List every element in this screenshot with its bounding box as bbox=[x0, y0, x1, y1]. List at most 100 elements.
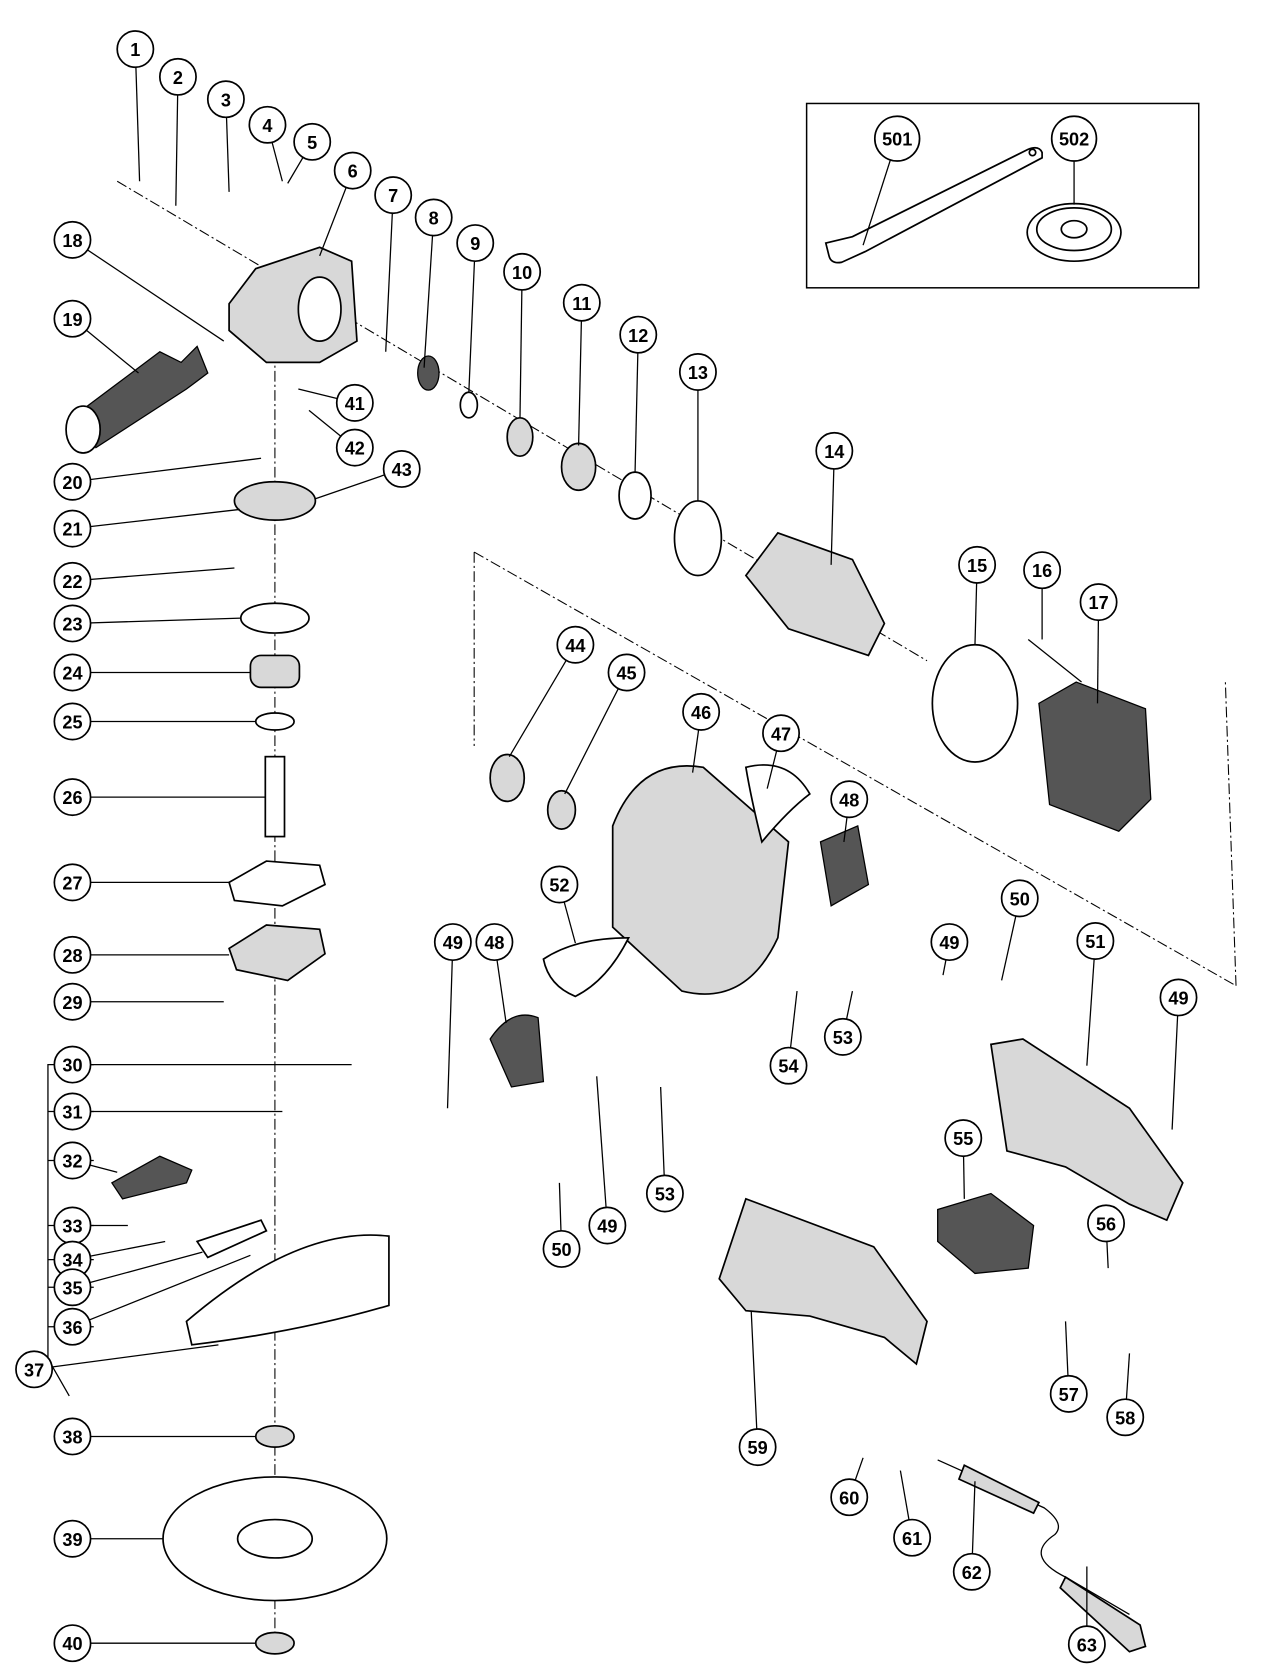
leader-line bbox=[634, 334, 639, 473]
callout-circle bbox=[53, 778, 92, 817]
callout-27: 27 bbox=[53, 863, 92, 902]
callout-circle bbox=[382, 449, 421, 488]
callout-number: 58 bbox=[1115, 1408, 1135, 1428]
callout-49: 49 bbox=[930, 923, 969, 962]
callout-48: 48 bbox=[475, 923, 514, 962]
gear-cover-bore bbox=[297, 276, 342, 342]
callout-24: 24 bbox=[53, 653, 92, 692]
brush-cover-52 bbox=[542, 936, 631, 998]
callout-42: 42 bbox=[335, 428, 374, 467]
callout-5: 5 bbox=[293, 122, 332, 161]
callout-circle bbox=[1050, 115, 1098, 162]
callout-circle bbox=[15, 1350, 54, 1389]
callout-circle bbox=[769, 1046, 808, 1085]
callout-29: 29 bbox=[53, 982, 92, 1021]
callout-53: 53 bbox=[823, 1017, 862, 1056]
leader-line bbox=[830, 450, 835, 565]
callout-58: 58 bbox=[1106, 1398, 1145, 1437]
callout-circle bbox=[930, 923, 969, 962]
washer-9 bbox=[459, 391, 479, 419]
outer-flange-hub bbox=[1060, 219, 1088, 239]
callout-circle bbox=[206, 80, 245, 119]
leader-line bbox=[508, 644, 576, 757]
callout-number: 3 bbox=[221, 90, 231, 110]
callout-number: 46 bbox=[691, 703, 711, 723]
switch-55 bbox=[937, 1192, 1035, 1275]
callout-number: 28 bbox=[62, 946, 82, 966]
callout-45: 45 bbox=[607, 653, 646, 692]
guard-band bbox=[195, 1219, 268, 1259]
callout-16: 16 bbox=[1023, 551, 1062, 590]
callout-15: 15 bbox=[958, 545, 997, 584]
callout-number: 41 bbox=[345, 394, 365, 414]
callout-60: 60 bbox=[830, 1478, 869, 1517]
callout-14: 14 bbox=[815, 431, 854, 470]
callout-25: 25 bbox=[53, 702, 92, 741]
callout-61: 61 bbox=[893, 1518, 932, 1557]
callout-number: 57 bbox=[1059, 1385, 1079, 1405]
callout-number: 27 bbox=[62, 873, 82, 893]
bearing-10 bbox=[506, 416, 534, 458]
wheel-nut bbox=[254, 1631, 295, 1655]
callout-13: 13 bbox=[678, 353, 717, 391]
spindle bbox=[264, 755, 286, 838]
callout-circle bbox=[293, 122, 332, 161]
packing-gland bbox=[228, 924, 326, 982]
callout-circle bbox=[53, 561, 92, 600]
callout-circle bbox=[456, 224, 495, 263]
stator bbox=[1038, 681, 1152, 832]
leader-line bbox=[577, 302, 583, 446]
callout-number: 63 bbox=[1077, 1635, 1097, 1655]
cord bbox=[937, 1459, 1130, 1615]
callout-10: 10 bbox=[503, 252, 542, 291]
leader-line bbox=[134, 49, 141, 182]
callout-number: 5 bbox=[307, 133, 317, 153]
callout-55: 55 bbox=[944, 1119, 983, 1158]
callout-number: 14 bbox=[824, 442, 844, 462]
callout-number: 7 bbox=[388, 186, 398, 206]
callout-circle bbox=[53, 702, 92, 741]
callout-number: 9 bbox=[470, 234, 480, 254]
callout-49: 49 bbox=[1159, 978, 1198, 1017]
callout-6: 6 bbox=[333, 151, 372, 190]
spanner-hole bbox=[1028, 148, 1037, 157]
callout-number: 10 bbox=[512, 263, 532, 283]
callout-number: 52 bbox=[549, 876, 569, 896]
housing-axis-drop bbox=[1224, 682, 1237, 986]
leader-line bbox=[519, 271, 523, 418]
callout-number: 53 bbox=[655, 1185, 675, 1205]
callout-number: 49 bbox=[443, 933, 463, 953]
callout-number: 59 bbox=[748, 1438, 768, 1458]
callout-53: 53 bbox=[645, 1174, 684, 1213]
callout-21: 21 bbox=[53, 509, 92, 548]
callout-31: 31 bbox=[53, 1092, 92, 1131]
callout-63: 63 bbox=[1067, 1625, 1106, 1664]
callout-number: 50 bbox=[1010, 889, 1030, 909]
callout-circle bbox=[248, 105, 287, 144]
wheel-washer bbox=[254, 1424, 295, 1448]
callout-49: 49 bbox=[588, 1206, 627, 1245]
callout-number: 60 bbox=[839, 1488, 859, 1508]
callout-number: 48 bbox=[839, 790, 859, 810]
callout-12: 12 bbox=[619, 315, 658, 354]
callout-circle bbox=[433, 923, 472, 962]
callout-circle bbox=[619, 315, 658, 354]
callout-7: 7 bbox=[374, 176, 413, 215]
fan-guide bbox=[673, 500, 723, 577]
callout-number: 23 bbox=[62, 615, 82, 635]
callout-38: 38 bbox=[53, 1417, 92, 1456]
callout-circle bbox=[1106, 1398, 1145, 1437]
callout-circle bbox=[53, 1624, 92, 1663]
callout-circle bbox=[53, 509, 92, 548]
callout-number: 61 bbox=[902, 1529, 922, 1549]
side-handle-end bbox=[65, 405, 102, 454]
callout-circle bbox=[1023, 551, 1062, 590]
callout-circle bbox=[53, 935, 92, 974]
cord-armor bbox=[957, 1464, 1041, 1515]
leader-line bbox=[72, 1254, 251, 1328]
callout-39: 39 bbox=[53, 1519, 92, 1558]
callout-number: 15 bbox=[967, 556, 987, 576]
callout-number: 53 bbox=[833, 1028, 853, 1048]
callout-number: 18 bbox=[62, 231, 82, 251]
callout-49: 49 bbox=[433, 923, 472, 962]
